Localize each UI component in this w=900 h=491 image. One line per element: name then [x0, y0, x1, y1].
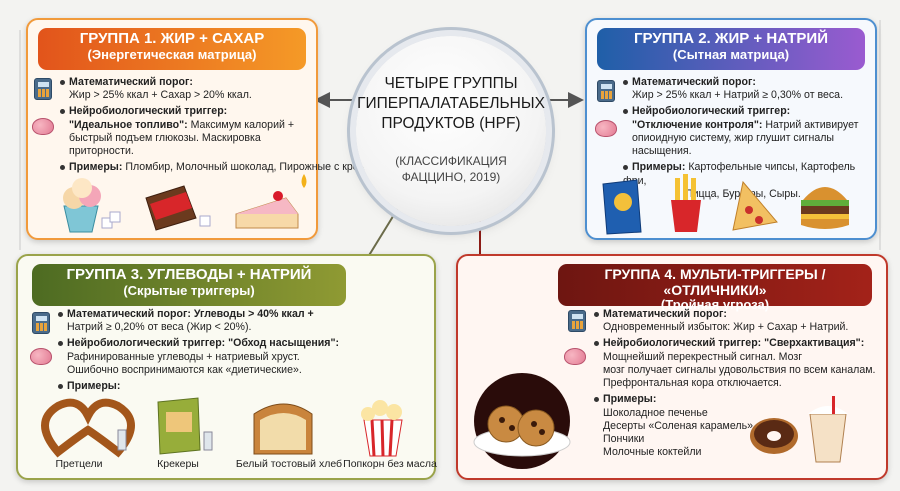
group4-trigger-text2: мозг получает сигналы удовольствия по вс… [603, 363, 876, 376]
center-subtitle: (КЛАССИФИКАЦИЯ ФАЦЦИНО, 2019) [356, 154, 546, 185]
group1-threshold-value: Жир > 25% ккал + Сахар > 20% ккал. [69, 89, 252, 102]
group3-threshold-value2: Натрий ≥ 0,20% от веса (Жир < 20%). [67, 321, 252, 334]
group4-card: ГРУППА 4. МУЛЬТИ-ТРИГГЕРЫ / «ОТЛИЧНИКИ» … [456, 254, 888, 480]
group1-trigger-text2: быстрый подъем глюкозы. Маскировка прито… [69, 131, 261, 158]
group4-threshold-value: Одновременный избыток: Жир + Сахар + Нат… [603, 321, 849, 334]
group1-foods [63, 174, 307, 233]
group2-trigger-text2: опиоидную систему, жир глушит сигналы на… [632, 131, 835, 158]
calculator-icon [34, 78, 52, 100]
center-title-line-3: ПРОДУКТОВ (HPF) [381, 114, 521, 132]
center-title: ЧЕТЫРЕ ГРУППЫ ГИПЕРПАЛАТАБЕЛЬНЫХ ПРОДУКТ… [356, 74, 546, 133]
group4-example-3: Пончики [603, 433, 645, 446]
group1-title: ГРУППА 1. ЖИР + САХАР [79, 30, 265, 47]
group3-threshold-label: Математический порог: [67, 308, 191, 320]
group3-card: ГРУППА 3. УГЛЕВОДЫ + НАТРИЙ (Скрытые три… [16, 254, 437, 480]
group4-examples-label: Примеры: [603, 393, 657, 406]
group3-trigger-label: Нейробиологический триггер: "Обход насыщ… [67, 337, 340, 350]
group4-trigger-text3: Префронтальная кора отключается. [603, 377, 782, 390]
group4-example-2: Десерты «Соленая карамель» [603, 419, 753, 432]
group4-header: ГРУППА 4. МУЛЬТИ-ТРИГГЕРЫ / «ОТЛИЧНИКИ» … [558, 264, 872, 312]
group2-threshold-label: Математический порог: [632, 76, 756, 88]
group2-trigger-name: "Отключение контроля": [632, 118, 763, 131]
group3-header: ГРУППА 3. УГЛЕВОДЫ + НАТРИЙ (Скрытые три… [32, 264, 346, 306]
group2-header: ГРУППА 2. ЖИР + НАТРИЙ (Сытная матрица) [597, 28, 865, 70]
group1-header: ГРУППА 1. ЖИР + САХАР (Энергетическая ма… [38, 28, 306, 70]
group4-threshold-label: Математический порог: [603, 308, 727, 320]
crackers-icon [157, 397, 213, 455]
donut-icon [750, 418, 798, 454]
chocolate-icon [145, 185, 211, 231]
cookies-icon [473, 373, 571, 469]
group2-foods [602, 174, 849, 235]
group1-examples-text: Пломбир, Молочный шоколад, Пирожные с кр… [125, 161, 380, 174]
group3-foods [41, 397, 403, 458]
group2-trigger-label: Нейробиологический триггер: [632, 105, 791, 118]
group4-trigger-label: Нейробиологический триггер: "Сверхактива… [603, 337, 865, 350]
ice-cream-icon [63, 178, 121, 233]
group1-threshold-label: Математический порог: [69, 76, 193, 88]
group2-card: ГРУППА 2. ЖИР + НАТРИЙ (Сытная матрица) … [585, 18, 877, 240]
group3-text: Математический порог: Углеводы > 40% кка… [58, 308, 428, 393]
popcorn-label: Попкорн без масла [343, 458, 437, 470]
brain-icon [30, 348, 52, 365]
group4-subtitle: (Тройная угроза) [660, 297, 770, 313]
pretzel-label: Претцели [55, 458, 103, 470]
group1-trigger-label: Нейробиологический триггер: [69, 105, 228, 118]
cake-icon [235, 174, 307, 229]
center-subtitle-line-1: (КЛАССИФИКАЦИЯ [395, 154, 507, 168]
group3-examples-label: Примеры: [67, 380, 121, 393]
chips-icon [602, 179, 642, 235]
group4-example-1: Шоколадное печенье [603, 406, 708, 419]
group2-trigger-text: Натрий активирует [765, 118, 859, 131]
group1-subtitle: (Энергетическая матрица) [87, 46, 257, 62]
burger-icon [801, 187, 849, 229]
group3-trigger-text2: Ошибочно воспринимаются как «диетические… [67, 363, 302, 376]
center-title-line-1: ЧЕТЫРЕ ГРУППЫ [384, 75, 518, 92]
brain-icon [564, 348, 586, 365]
center-title-line-2: ГИПЕРПАЛАТАБЕЛЬНЫХ [357, 94, 545, 112]
group4-text: Математический порог: Одновременный избы… [594, 308, 884, 460]
group2-threshold-value: Жир > 25% ккал + Натрий ≥ 0,30% от веса. [632, 89, 844, 102]
group4-example-4: Молочные коктейли [603, 446, 702, 459]
group1-examples-label: Примеры: [69, 161, 123, 174]
group1-trigger-name: "Идеальное топливо": [69, 118, 188, 131]
calculator-icon [32, 312, 50, 334]
group3-threshold-value: Углеводы > 40% ккал + [193, 308, 314, 320]
group4-trigger-text: Мощнейший перекрестный сигнал. Мозг [603, 350, 803, 363]
group1-card: ГРУППА 1. ЖИР + САХАР (Энергетическая ма… [26, 18, 379, 240]
group2-title: ГРУППА 2. ЖИР + НАТРИЙ [634, 30, 828, 47]
group3-title: ГРУППА 3. УГЛЕВОДЫ + НАТРИЙ [66, 266, 312, 283]
calculator-icon [597, 80, 615, 102]
bread-label: Белый тостовый хлеб [235, 458, 343, 470]
group3-subtitle: (Скрытые триггеры) [123, 282, 255, 298]
group2-subtitle: (Сытная матрица) [672, 46, 790, 62]
group4-title: ГРУППА 4. МУЛЬТИ-ТРИГГЕРЫ / «ОТЛИЧНИКИ» [604, 266, 826, 298]
bread-icon [253, 403, 313, 455]
group2-text: Математический порог: Жир > 25% ккал + Н… [623, 76, 877, 201]
group2-examples-label: Примеры: [632, 161, 686, 174]
group1-text: Математический порог: Жир > 25% ккал + С… [60, 76, 379, 175]
crackers-label: Крекеры [157, 458, 199, 470]
center-title-circle: ЧЕТЫРЕ ГРУППЫ ГИПЕРПАЛАТАБЕЛЬНЫХ ПРОДУКТ… [356, 36, 546, 226]
brain-icon [595, 120, 617, 137]
center-subtitle-line-2: ФАЦЦИНО, 2019) [401, 169, 501, 184]
brain-icon [32, 118, 54, 135]
group3-trigger-text: Рафинированные углеводы + натриевый хрус… [67, 350, 300, 363]
group1-trigger-text: Максимум калорий + [190, 118, 295, 131]
donut-shake-icons [750, 396, 848, 463]
popcorn-icon [361, 400, 403, 457]
pretzel-icon [41, 398, 135, 458]
milkshake-icon [808, 396, 848, 463]
fries-icon [671, 174, 701, 232]
pizza-icon [732, 180, 778, 231]
calculator-icon [568, 310, 586, 332]
